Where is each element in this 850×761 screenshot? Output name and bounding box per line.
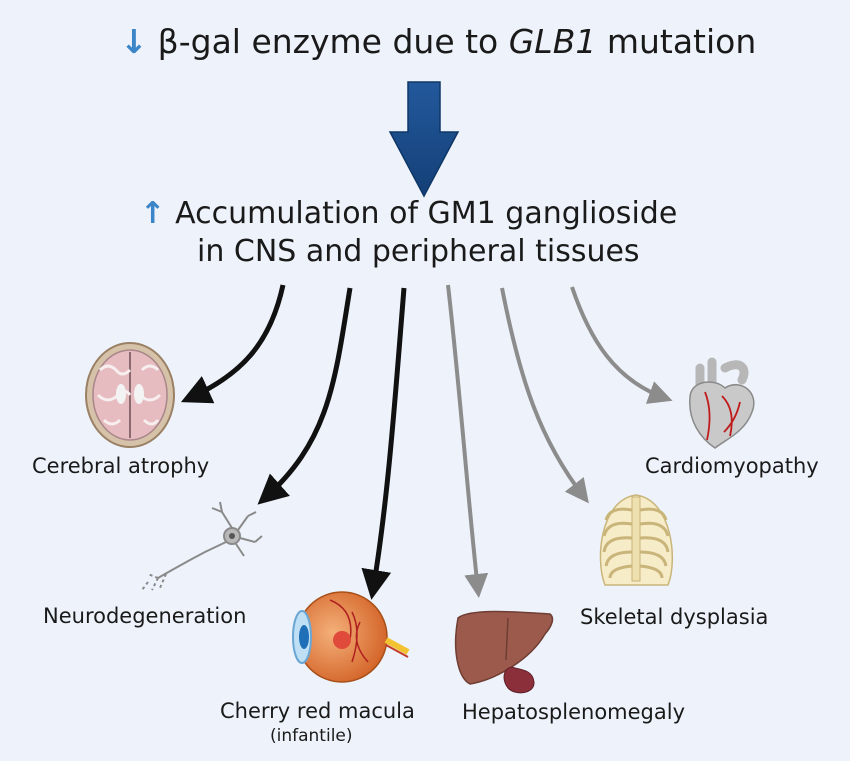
arrow-to-cherry-red-macula bbox=[361, 287, 407, 600]
brain-icon bbox=[85, 342, 175, 448]
liver-spleen-icon bbox=[454, 610, 554, 694]
label-cherry-red-macula: Cherry red macula bbox=[220, 699, 415, 723]
label-neurodegeneration: Neurodegeneration bbox=[43, 604, 247, 628]
middle-heading-line1: ↑ Accumulation of GM1 ganglioside bbox=[140, 196, 677, 231]
down-arrow-icon: ↓ bbox=[120, 22, 148, 61]
top-heading-text-before: β-gal enzyme due to bbox=[157, 22, 509, 61]
arrow-to-neurodegeneration bbox=[257, 287, 353, 505]
arrow-to-cardiomyopathy bbox=[570, 286, 673, 404]
big-down-arrow bbox=[388, 81, 460, 198]
label-skeletal-dysplasia: Skeletal dysplasia bbox=[580, 605, 769, 629]
middle-heading-line2: in CNS and peripheral tissues bbox=[197, 234, 640, 269]
label-hepatosplenomegaly: Hepatosplenomegaly bbox=[462, 700, 686, 724]
heart-icon bbox=[689, 357, 755, 449]
gene-name: GLB1 bbox=[508, 22, 597, 61]
arrow-to-cerebral-atrophy bbox=[180, 284, 286, 404]
arrow-to-hepatosplenomegaly bbox=[446, 284, 489, 598]
top-heading-text-after: mutation bbox=[596, 22, 757, 61]
eye-icon bbox=[292, 591, 410, 683]
middle-heading-line1-text: Accumulation of GM1 ganglioside bbox=[175, 196, 678, 231]
rib-cage-icon bbox=[599, 494, 674, 586]
top-heading: ↓β-gal enzyme due to GLB1 mutation bbox=[120, 22, 756, 61]
neuron-icon bbox=[141, 501, 263, 591]
up-arrow-icon: ↑ bbox=[140, 196, 166, 231]
label-cerebral-atrophy: Cerebral atrophy bbox=[32, 454, 210, 478]
arrow-to-skeletal-dysplasia bbox=[500, 287, 589, 504]
label-cardiomyopathy: Cardiomyopathy bbox=[645, 454, 819, 478]
label-infantile-note: (infantile) bbox=[270, 726, 353, 746]
